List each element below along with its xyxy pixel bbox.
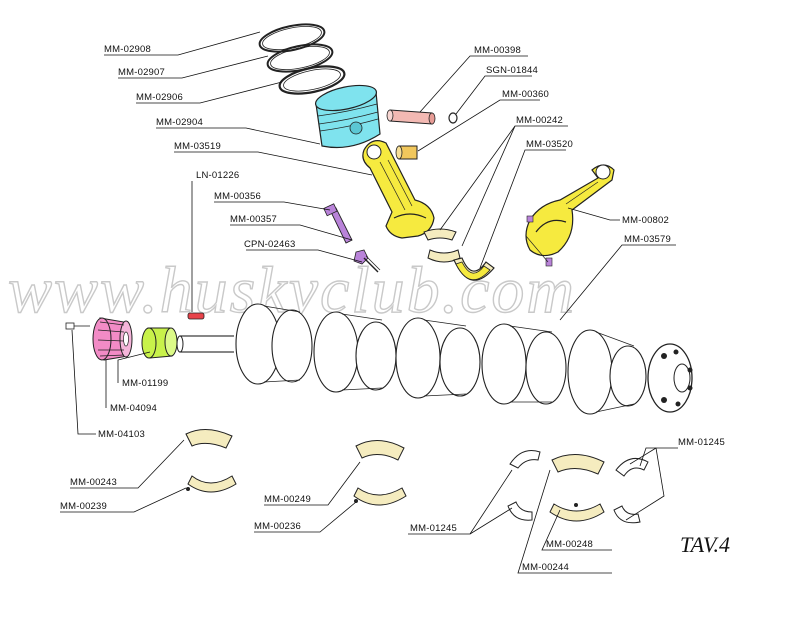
woodruff-key bbox=[187, 312, 205, 320]
label-sgn-01844: SGN-01844 bbox=[486, 65, 538, 76]
main-bearing-center-lower bbox=[353, 487, 407, 506]
crankshaft bbox=[176, 303, 693, 415]
label-mm-00239: MM-00239 bbox=[60, 501, 107, 512]
label-mm-01199: MM-01199 bbox=[122, 378, 168, 389]
label-mm-00236: MM-00236 bbox=[254, 521, 301, 532]
big-end-bearing-lower bbox=[427, 249, 461, 263]
piston-ring-oil bbox=[278, 65, 346, 95]
small-end-bushing bbox=[395, 145, 418, 160]
label-cpn-02463: CPN-02463 bbox=[244, 239, 295, 250]
label-mm-00249: MM-00249 bbox=[264, 494, 311, 505]
connecting-rod bbox=[362, 140, 435, 239]
label-mm-04094: MM-04094 bbox=[110, 403, 157, 414]
thrust-washer-right-lower bbox=[613, 505, 641, 524]
label-mm-01245-left: MM-01245 bbox=[410, 523, 457, 534]
thrust-washer-left-lower bbox=[507, 501, 533, 521]
part-labels: MM-02908 MM-02907 MM-02906 MM-02904 MM-0… bbox=[60, 44, 725, 573]
cotter-pin bbox=[363, 255, 381, 273]
rod-cap bbox=[453, 257, 495, 281]
label-mm-00802: MM-00802 bbox=[622, 215, 669, 226]
piston-pin bbox=[386, 109, 436, 125]
circlip bbox=[448, 112, 458, 124]
piston-crown bbox=[314, 84, 378, 112]
label-mm-00243: MM-00243 bbox=[70, 477, 117, 488]
main-bearing-front-lower bbox=[186, 475, 237, 493]
leader-lines bbox=[60, 31, 678, 574]
label-mm-00398: MM-00398 bbox=[474, 45, 521, 56]
label-ln-01226: LN-01226 bbox=[196, 170, 239, 181]
label-mm-03519: MM-03519 bbox=[174, 141, 221, 152]
sleeve bbox=[141, 327, 178, 359]
label-mm-02906: MM-02906 bbox=[136, 92, 183, 103]
label-mm-02904: MM-02904 bbox=[156, 117, 203, 128]
label-mm-04103: MM-04103 bbox=[98, 429, 145, 440]
label-mm-00248: MM-00248 bbox=[546, 539, 593, 550]
big-end-bearing-upper bbox=[423, 228, 457, 241]
label-mm-03579: MM-03579 bbox=[624, 234, 671, 245]
label-mm-00360: MM-00360 bbox=[502, 89, 549, 100]
main-bearing-front-upper bbox=[185, 429, 233, 449]
main-bearing-center-upper bbox=[355, 440, 405, 461]
main-bearing-rear-upper bbox=[551, 454, 605, 475]
timing-gear bbox=[92, 317, 133, 361]
piston bbox=[314, 84, 381, 149]
label-mm-01245-right: MM-01245 bbox=[678, 437, 725, 448]
thrust-washer-left-upper bbox=[509, 450, 541, 469]
label-mm-03520: MM-03520 bbox=[526, 139, 573, 150]
label-mm-00356: MM-00356 bbox=[214, 191, 261, 202]
connecting-rod-right bbox=[525, 164, 615, 267]
gear-screw bbox=[65, 322, 90, 330]
label-mm-00357: MM-00357 bbox=[230, 214, 277, 225]
piston-ring-top bbox=[258, 23, 326, 53]
crankshaft-flange bbox=[647, 343, 693, 413]
plate-number: TAV.4 bbox=[680, 532, 730, 557]
label-mm-00244: MM-00244 bbox=[522, 562, 569, 573]
label-mm-02907: MM-02907 bbox=[118, 67, 165, 78]
main-bearing-rear-lower bbox=[549, 503, 605, 522]
label-mm-00242: MM-00242 bbox=[516, 115, 563, 126]
label-mm-02908: MM-02908 bbox=[104, 44, 151, 55]
thrust-washer-right-upper bbox=[615, 457, 649, 477]
